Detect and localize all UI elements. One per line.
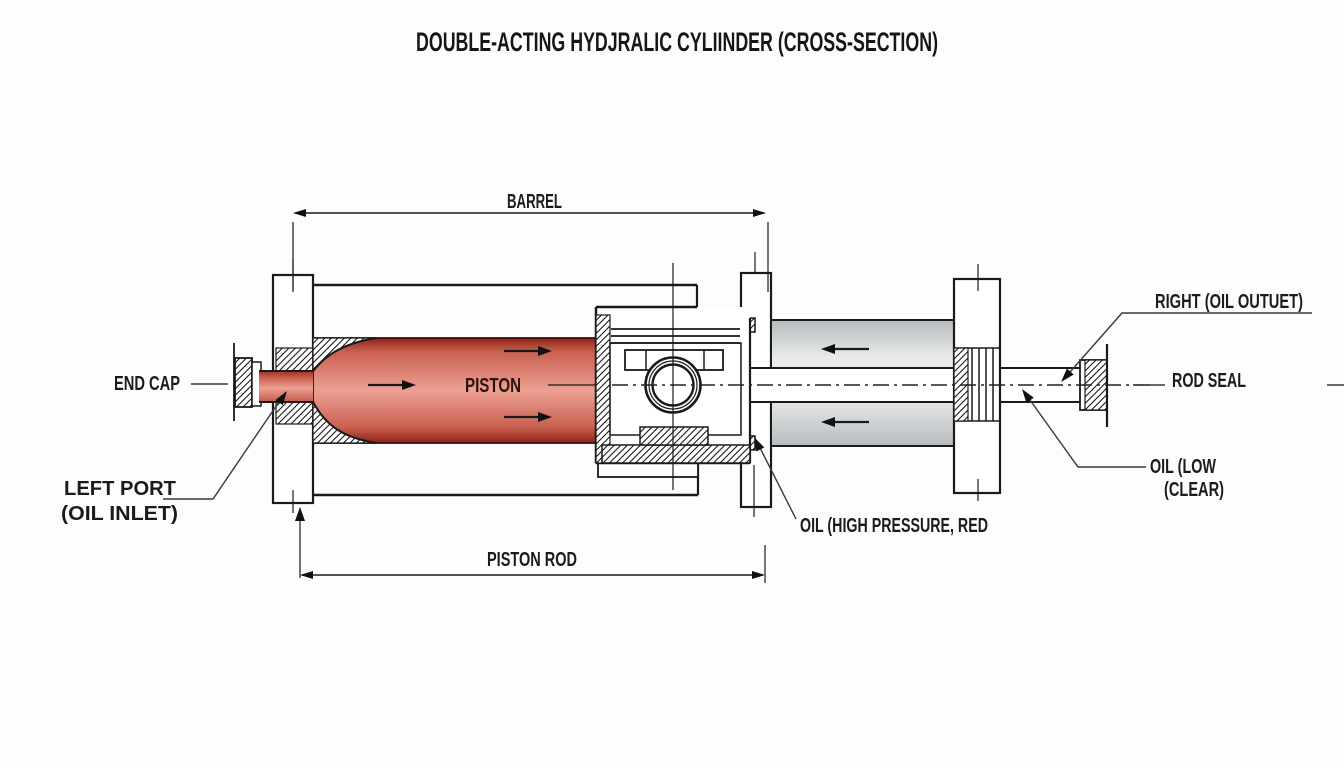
leader-arrow <box>275 391 287 406</box>
label-left-port: LEFT PORT (OIL INLET) <box>61 391 287 525</box>
piston-bottom-seal <box>601 444 751 464</box>
dim-arrow-right <box>752 571 765 579</box>
left-port-label-line1: LEFT PORT <box>64 478 176 500</box>
oil-chamber-high-pressure <box>259 337 597 444</box>
flow-arrow-left <box>821 344 835 354</box>
piston-rod-label: PISTON ROD <box>487 549 577 571</box>
leader-arrow <box>1061 368 1074 382</box>
piston-label: PISTON <box>465 375 521 397</box>
dimension-barrel: BARREL <box>292 191 769 292</box>
label-piston: PISTON <box>465 375 521 397</box>
inlet-flow-arrow-up <box>295 507 305 521</box>
end-cap-label: END CAP <box>114 373 180 395</box>
inlet-channel <box>259 371 313 402</box>
rod-seal-label: ROD SEAL <box>1172 370 1246 392</box>
oil-high-label: OIL (HIGH PRESSURE, RED <box>800 515 988 537</box>
flow-arrow-right <box>538 412 552 422</box>
label-rod-seal: ROD SEAL <box>1133 370 1344 392</box>
leader-arrow <box>1022 389 1034 403</box>
diagram-title: DOUBLE-ACTING HYDJRALIC CYLIINDER (CROSS… <box>416 27 938 57</box>
rod-seal-block <box>952 277 1002 495</box>
right-port-label: RIGHT (OIL OUTUET) <box>1155 291 1303 313</box>
label-oil-low: OIL (LOW (CLEAR) <box>1022 389 1224 501</box>
dim-arrow-right <box>753 209 766 217</box>
piston-bottom-boss <box>639 426 709 446</box>
left-port-fitting <box>233 343 262 421</box>
label-right-port: RIGHT (OIL OUTUET) <box>1061 291 1312 382</box>
oil-low-label-line2: (CLEAR) <box>1164 479 1224 501</box>
dim-arrow-left <box>300 571 313 579</box>
flow-arrow-left <box>821 417 835 427</box>
flow-arrows <box>368 344 869 427</box>
flow-arrow-right <box>538 346 552 356</box>
barrel-label: BARREL <box>507 191 562 213</box>
piston-left-seal-band <box>595 314 611 464</box>
label-oil-high: OIL (HIGH PRESSURE, RED <box>754 437 988 537</box>
dim-arrow-left <box>293 209 306 217</box>
barrel-skirt <box>597 462 699 478</box>
leader-arrow <box>754 437 765 452</box>
left-port-label-line2: (OIL INLET) <box>61 503 178 525</box>
label-end-cap: END CAP <box>114 373 228 395</box>
oil-low-label-line1: OIL (LOW <box>1150 456 1216 478</box>
flow-arrow-right <box>402 380 416 390</box>
dimension-piston-rod: PISTON ROD <box>295 507 766 583</box>
